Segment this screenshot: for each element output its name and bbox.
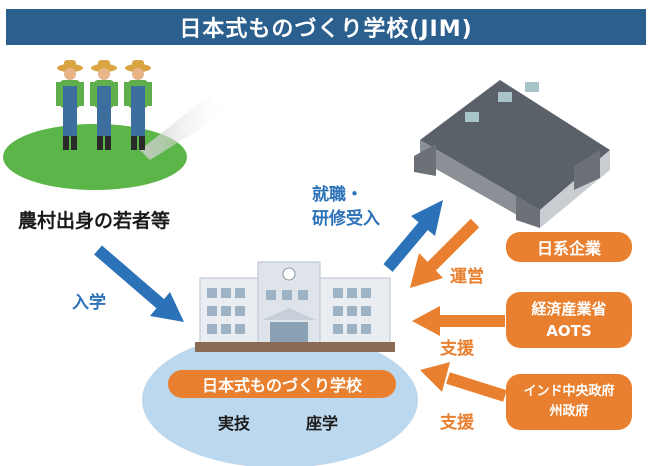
school-oval: [142, 332, 418, 466]
arrow-school-to-factory: [383, 200, 443, 272]
grass-field: [3, 124, 187, 190]
operation-label: 運営: [450, 267, 484, 287]
arrow-company-operation: [410, 218, 480, 288]
india-gov-pill: インド中央政府 州政府: [506, 374, 632, 430]
arrow-meti-support: [412, 306, 505, 336]
company-label: 日系企業: [536, 239, 601, 258]
practice-label: 実技: [218, 414, 251, 433]
support-label-1: 支援: [440, 339, 474, 359]
farmer-icon-2: [90, 60, 118, 150]
state-gov-label: 州政府: [549, 404, 589, 419]
aots-label: AOTS: [546, 322, 592, 340]
farmer-icon-1: [56, 60, 84, 150]
employment-label-line2: 研修受入: [312, 209, 380, 229]
india-central-gov-label: インド中央政府: [523, 384, 615, 399]
arrow-youth-to-school: [94, 245, 184, 322]
lecture-label: 座学: [306, 414, 339, 433]
farmer-icon-3: [124, 60, 152, 150]
page-title: 日本式ものづくり学校(JIM): [179, 17, 473, 42]
meti-pill: 経済産業省 AOTS: [506, 292, 632, 348]
meti-label: 経済産業省: [531, 300, 607, 318]
arrow-india-support: [420, 362, 507, 402]
school-building-icon: [195, 261, 395, 352]
employment-label: 就職・ 研修受入: [312, 183, 380, 231]
title-bar: 日本式ものづくり学校(JIM): [6, 9, 646, 45]
school-name-label: 日本式ものづくり学校: [201, 376, 362, 395]
factory-icon: [414, 80, 610, 228]
farmer-shadow: [140, 95, 230, 160]
school-name-pill: 日本式ものづくり学校: [168, 370, 396, 398]
support-label-2: 支援: [440, 413, 474, 433]
enter-school-label: 入学: [72, 293, 106, 313]
employment-label-line1: 就職・: [312, 185, 363, 205]
youth-label: 農村出身の若者等: [18, 210, 171, 232]
company-pill: 日系企業: [506, 232, 632, 262]
